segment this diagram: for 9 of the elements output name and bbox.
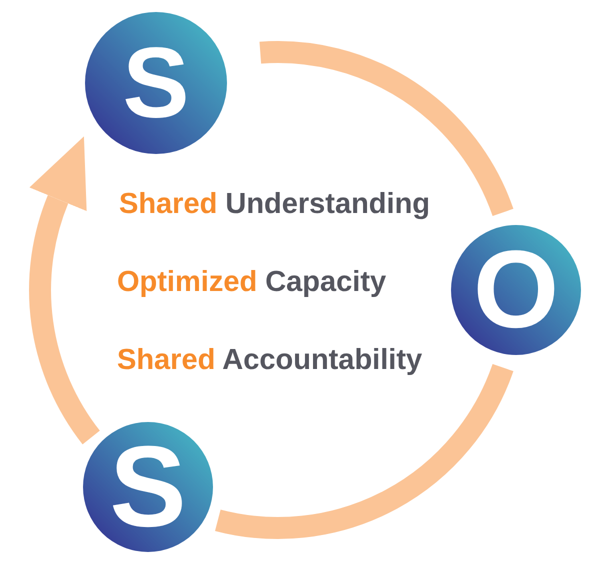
tagline-text: Shared Understanding [119,190,430,219]
curved-arrow [28,135,100,444]
letter-text: O [473,235,559,345]
letter-text: S [122,33,190,133]
curved-connector [216,363,514,539]
letter-text: S [110,430,186,544]
tagline-text: Optimized Capacity [117,268,386,297]
curved-connector [260,41,514,217]
tagline-text: Shared Accountability [117,346,422,375]
